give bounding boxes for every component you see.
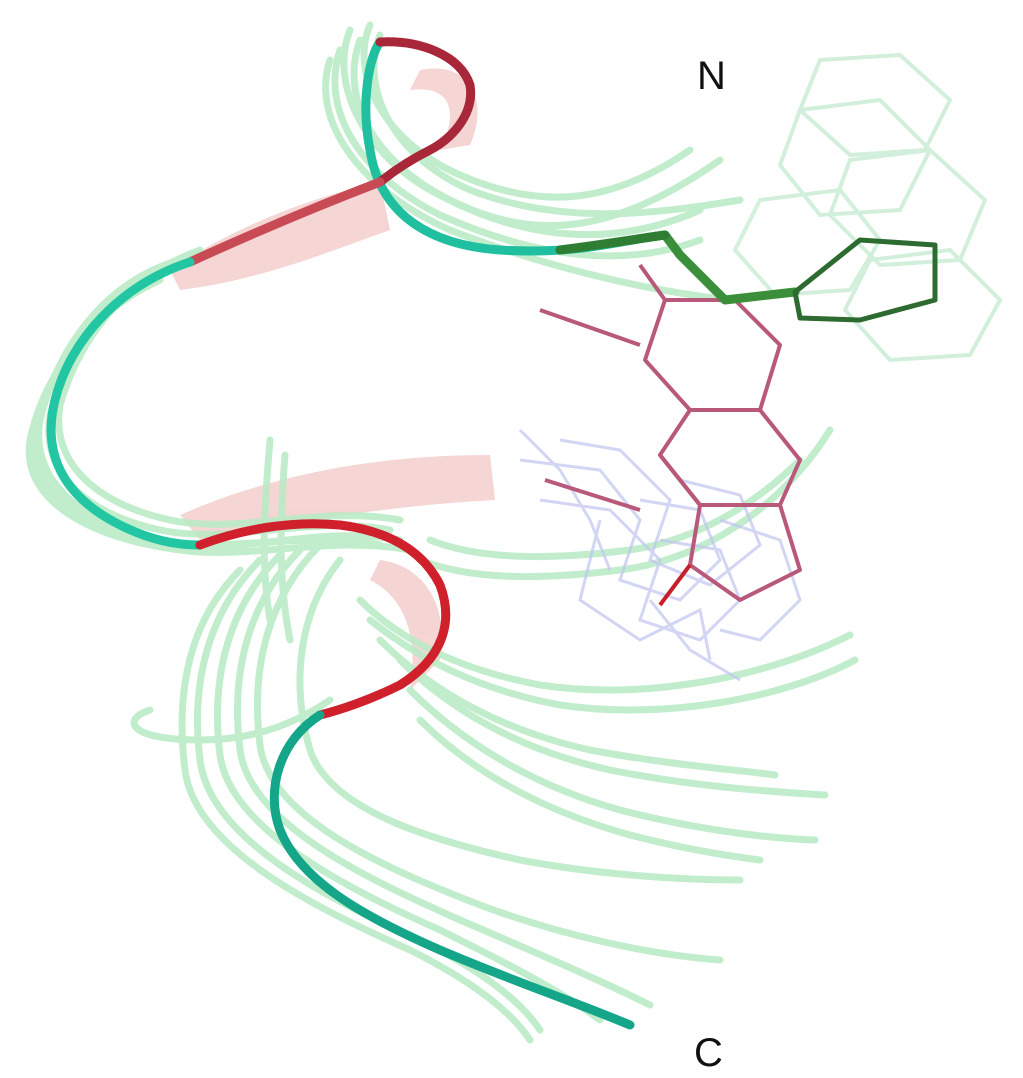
c-terminus-label: C [694,1033,723,1073]
n-terminus-label: N [697,56,726,96]
ensemble-backbones [29,25,855,1040]
sidechain-ring-ensemble [735,55,1000,360]
